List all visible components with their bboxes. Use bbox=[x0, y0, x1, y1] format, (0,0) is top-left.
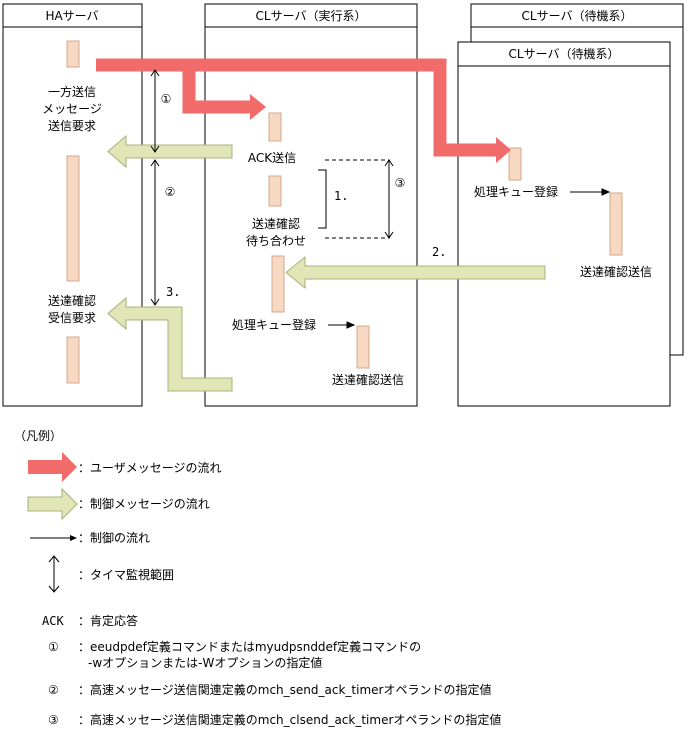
receive-req-label-1: 送達確認 bbox=[48, 293, 96, 308]
legend-control-flow: ：制御の流れ bbox=[78, 530, 150, 545]
legend-timer-range: ：タイマ監視範囲 bbox=[78, 567, 174, 582]
queue-reg-active-label: 処理キュー登録 bbox=[232, 317, 316, 332]
activity-bar bbox=[268, 175, 282, 207]
legend-n1-symbol: ① bbox=[48, 640, 59, 654]
timer-ranges bbox=[150, 69, 394, 306]
cl-standby-back-title: CLサーバ（待機系） bbox=[522, 8, 633, 23]
legend-title: （凡例） bbox=[14, 429, 62, 443]
legend-n2-symbol: ② bbox=[48, 683, 59, 697]
activity-bar bbox=[66, 336, 80, 384]
user-flow-main bbox=[96, 58, 498, 157]
circle-1-label: ① bbox=[161, 92, 172, 106]
activity-bar bbox=[609, 192, 623, 256]
step-1-label: 1. bbox=[334, 189, 348, 203]
legend-control-flow-arrow bbox=[70, 535, 77, 541]
legend-n1-line2: -wオプションまたは-Wオプションの指定値 bbox=[88, 655, 322, 670]
control-message-arrows bbox=[107, 134, 546, 392]
user-message-flow bbox=[96, 58, 511, 163]
activity-bar bbox=[66, 40, 80, 68]
activity-bar bbox=[508, 147, 522, 181]
oneway-label-2: メッセージ bbox=[42, 102, 102, 116]
activity-bar bbox=[271, 255, 285, 313]
cl-standby-server-front: CLサーバ（待機系） bbox=[457, 41, 671, 407]
legend-user-arrow bbox=[28, 452, 77, 482]
user-flow-head-active bbox=[250, 94, 266, 120]
oneway-label-1: 一方送信 bbox=[48, 84, 96, 99]
ha-server-title: HAサーバ bbox=[45, 9, 98, 23]
circle-3-label: ③ bbox=[395, 176, 406, 190]
legend-ack-desc: ：肯定応答 bbox=[78, 613, 138, 628]
activity-bar bbox=[66, 155, 80, 282]
step-3-label: 3. bbox=[166, 285, 180, 299]
user-flow-branch bbox=[182, 65, 252, 114]
legend-n2-desc: ：高速メッセージ送信関連定義のmch_send_ack_timerオペランドの指… bbox=[78, 682, 491, 697]
standby-confirm-arrow bbox=[285, 255, 546, 290]
activity-bar bbox=[356, 325, 370, 369]
step-2-label: 2. bbox=[432, 245, 446, 259]
cl-active-title: CLサーバ（実行系） bbox=[256, 8, 367, 23]
activity-bar bbox=[268, 112, 282, 142]
legend-n3-symbol: ③ bbox=[48, 713, 59, 727]
legend-timer-arrow bbox=[48, 555, 60, 593]
queue-reg-standby-label: 処理キュー登録 bbox=[474, 184, 558, 199]
activity-bars bbox=[66, 40, 623, 384]
control-flow-arrows bbox=[328, 188, 611, 329]
legend-control-arrow bbox=[27, 487, 78, 521]
confirm-send-active-label: 送達確認送信 bbox=[332, 372, 404, 387]
legend-ack-term: ACK bbox=[42, 614, 64, 628]
confirm-relay-arrow bbox=[107, 296, 233, 392]
legend-control-msg-flow: ：制御メッセージの流れ bbox=[78, 496, 210, 511]
confirm-send-standby-label: 送達確認送信 bbox=[580, 264, 652, 279]
diagram-labels: 一方送信 メッセージ 送信要求 ACK送信 送達確認 待ち合わせ 送達確認 受信… bbox=[42, 84, 652, 387]
confirm-wait-label-1: 送達確認 bbox=[252, 216, 300, 231]
ack-send-label: ACK送信 bbox=[248, 150, 296, 165]
user-flow-head-standby bbox=[496, 137, 511, 163]
circle-2-label: ② bbox=[165, 185, 176, 199]
legend-user-flow: ：ユーザメッセージの流れ bbox=[78, 461, 222, 475]
legend: （凡例） ：ユーザメッセージの流れ ：制御メッセージの流れ ：制御の流れ ：タイ… bbox=[14, 429, 501, 727]
oneway-label-3: 送信要求 bbox=[48, 118, 96, 133]
confirm-wait-label-2: 待ち合わせ bbox=[246, 233, 306, 248]
legend-n1-line1: ：eeudpdef定義コマンドまたはmyudpsnddef定義コマンドの bbox=[78, 639, 421, 654]
ack-return-arrow bbox=[107, 134, 233, 169]
cl-standby-front-title: CLサーバ（待機系） bbox=[509, 46, 620, 61]
receive-req-label-2: 受信要求 bbox=[48, 311, 96, 325]
legend-n3-desc: ：高速メッセージ送信関連定義のmch_clsend_ack_timerオペランド… bbox=[78, 712, 501, 727]
